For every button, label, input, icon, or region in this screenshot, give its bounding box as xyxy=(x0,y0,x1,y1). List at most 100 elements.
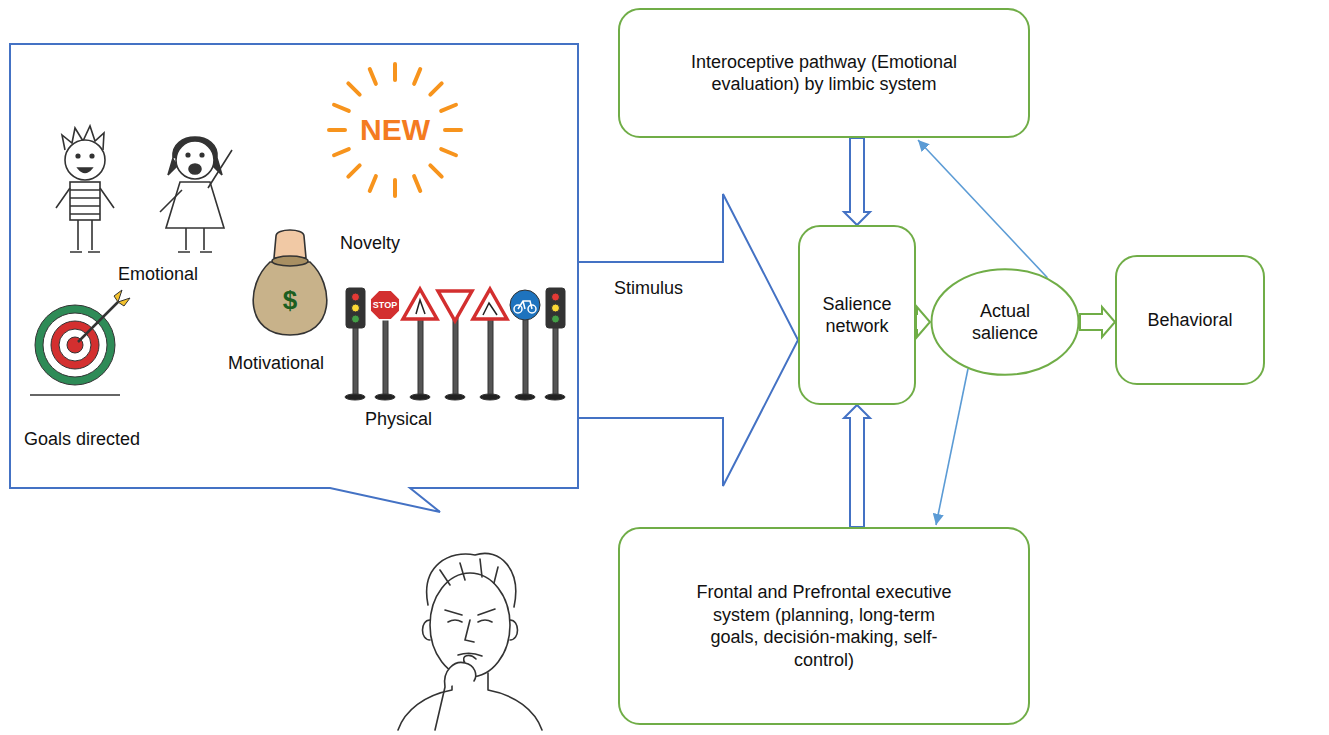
illustration-part xyxy=(56,188,114,208)
illustration-part xyxy=(160,150,232,212)
illustration-part xyxy=(352,304,360,312)
illustration-part xyxy=(445,609,495,615)
node-text: Actual salience xyxy=(955,300,1055,345)
illustration-part xyxy=(176,141,214,179)
callout-border xyxy=(10,44,578,512)
input-arrow xyxy=(844,138,870,225)
flow-arrow xyxy=(916,307,930,337)
kids-icon xyxy=(56,126,232,252)
illustration-part xyxy=(441,149,456,155)
illustration-part xyxy=(346,288,365,328)
illustration-part xyxy=(445,128,461,132)
illustration-part xyxy=(438,291,472,321)
illustration-part xyxy=(441,105,456,111)
illustration-part xyxy=(186,153,190,157)
illustration-part xyxy=(345,394,565,400)
illustration-part xyxy=(253,262,327,335)
flow-arrow xyxy=(1080,307,1115,337)
feedback-arrow xyxy=(936,369,968,525)
icon-text: STOP xyxy=(373,301,397,310)
illustration-part xyxy=(453,318,458,395)
illustration-part xyxy=(30,394,120,396)
icon-label: Goals directed xyxy=(24,428,140,451)
process-box: Behavioral xyxy=(1115,255,1265,385)
illustration-part xyxy=(78,302,118,342)
node-text: Behavioral xyxy=(1147,309,1232,332)
illustration-part xyxy=(416,300,425,314)
icon-text: $ xyxy=(283,287,297,313)
ellipse-outline xyxy=(930,267,1080,377)
money-bag-icon xyxy=(253,230,327,335)
process-box: Salience network xyxy=(798,225,916,405)
illustration-part xyxy=(553,325,558,395)
illustration-part xyxy=(545,394,565,400)
illustration-part xyxy=(465,620,474,642)
edge-label: Stimulus xyxy=(612,278,685,299)
novelty-starburst xyxy=(329,64,461,196)
icon-label: Motivational xyxy=(228,352,324,375)
illustration-part xyxy=(274,230,306,258)
illustration-part xyxy=(78,168,92,173)
illustration-part xyxy=(483,303,497,315)
illustration-part xyxy=(515,394,535,400)
process-box: Frontal and Prefrontal executive system … xyxy=(618,527,1030,725)
illustration-part xyxy=(76,154,80,158)
illustration-part xyxy=(178,228,212,252)
feedback-arrow xyxy=(918,140,1047,278)
node-text: Interoceptive pathway (Emotional evaluat… xyxy=(654,51,994,96)
illustration-part xyxy=(348,165,359,176)
illustration-part xyxy=(510,290,540,320)
illustration-part xyxy=(70,220,100,252)
illustration-part xyxy=(370,290,400,320)
illustration-part xyxy=(418,318,423,395)
illustration-part xyxy=(430,573,510,677)
illustration-part xyxy=(189,164,201,174)
illustration-part xyxy=(427,553,516,607)
stimulus-callout: EmotionalNoveltyMotivationalPhysicalGoal… xyxy=(10,44,578,488)
illustration-part xyxy=(65,140,105,180)
illustration-part xyxy=(414,176,420,191)
thinking-person xyxy=(398,553,542,730)
icon-text: NEW xyxy=(360,115,430,145)
state-ellipse: Actual salience xyxy=(930,267,1080,377)
illustration-part xyxy=(488,318,493,395)
illustration-part xyxy=(514,301,536,313)
traffic-signs-icon xyxy=(345,288,565,400)
icon-label: Emotional xyxy=(118,263,198,286)
illustration-part xyxy=(523,318,528,395)
illustration-part xyxy=(393,180,397,196)
illustration-part xyxy=(348,83,359,94)
illustration-part xyxy=(200,153,204,157)
illustration-part xyxy=(114,290,130,306)
input-arrow xyxy=(844,405,870,527)
illustration-part xyxy=(383,318,388,395)
illustration-part xyxy=(70,190,100,214)
illustration-part xyxy=(403,289,437,319)
illustration-part xyxy=(345,394,365,400)
node-text: Frontal and Prefrontal executive system … xyxy=(687,581,962,671)
illustration-part xyxy=(370,176,376,191)
illustration-part xyxy=(552,304,560,312)
illustration-part xyxy=(370,69,376,84)
illustration-part xyxy=(430,83,441,94)
illustration-part xyxy=(272,256,308,266)
stimulus-arrow xyxy=(578,194,798,486)
target-icon xyxy=(30,290,130,395)
illustration-part xyxy=(423,620,518,640)
illustration-part xyxy=(329,128,345,132)
illustration-part xyxy=(90,154,94,158)
illustration-part xyxy=(518,301,532,309)
illustration-part xyxy=(552,315,560,323)
process-box: Interoceptive pathway (Emotional evaluat… xyxy=(618,8,1030,138)
illustration-part xyxy=(552,293,560,301)
icon-label: Physical xyxy=(365,408,432,431)
illustration-part xyxy=(445,394,465,400)
illustration-part xyxy=(414,69,420,84)
illustration-part xyxy=(166,182,224,228)
illustration-part xyxy=(435,656,476,730)
ellipse-shape xyxy=(932,269,1079,375)
illustration-part xyxy=(546,288,565,328)
illustration-part xyxy=(334,149,349,155)
illustration-part xyxy=(375,394,395,400)
